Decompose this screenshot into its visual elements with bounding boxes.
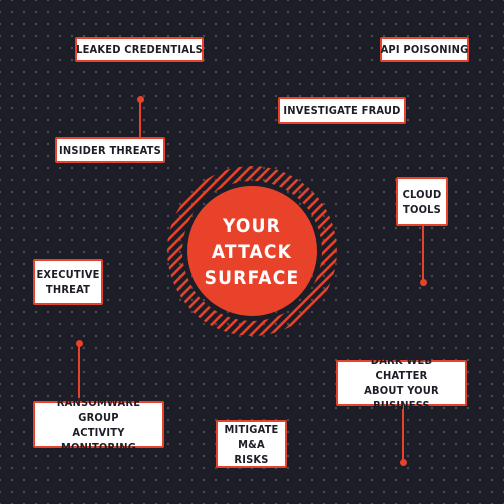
- label-mitigate-ma: MITIGATE M&A RISKS: [216, 420, 287, 468]
- label-investigate-fraud: INVESTIGATE FRAUD: [278, 97, 406, 124]
- label-cloud-tools: CLOUD TOOLS: [396, 177, 448, 226]
- label-ransomware-group: RANSOMWARE GROUP ACTIVITY MONITORING: [33, 396, 164, 454]
- connector-dot-insider-threats: [136, 96, 144, 103]
- label-text: LEAKED CREDENTIALS: [76, 43, 203, 56]
- center-title-line: SURFACE: [204, 267, 300, 289]
- center-title: YOUR ATTACK SURFACE: [186, 199, 318, 305]
- center-title-line: ATTACK: [211, 241, 293, 263]
- label-text: RANSOMWARE GROUP: [56, 395, 141, 424]
- label-insider-threats: INSIDER THREATS: [55, 137, 165, 163]
- connector-dark-web: [402, 405, 404, 463]
- label-text: INSIDER THREATS: [59, 143, 161, 157]
- label-text: API POISONING: [380, 43, 469, 56]
- center-title-line: YOUR: [222, 215, 282, 237]
- label-dark-web-chatter: DARK WEB CHATTER ABOUT YOUR BUSINESS: [336, 354, 467, 412]
- label-text: THREAT: [45, 283, 91, 296]
- connector-dot-cloud-tools: [419, 279, 427, 286]
- label-text: EXECUTIVE: [36, 268, 100, 281]
- connector-insider-threats: [139, 100, 141, 138]
- center-circle: [187, 186, 317, 316]
- label-executive-threat: EXECUTIVE THREAT: [33, 259, 103, 305]
- label-text: MITIGATE: [224, 422, 279, 436]
- label-text: CLOUD: [402, 187, 442, 201]
- connector-dot-ransomware: [75, 340, 83, 347]
- label-text: ACTIVITY MONITORING: [60, 425, 137, 454]
- label-leaked-credentials: LEAKED CREDENTIALS: [75, 37, 204, 62]
- label-text: INVESTIGATE FRAUD: [283, 104, 401, 117]
- label-api-poisoning: API POISONING: [380, 37, 469, 62]
- label-text: M&A RISKS: [234, 437, 269, 466]
- label-text: TOOLS: [403, 202, 442, 216]
- connector-dot-dark-web: [399, 459, 407, 466]
- connector-cloud-tools: [422, 226, 424, 282]
- connector-ransomware: [78, 344, 80, 402]
- label-text: ABOUT YOUR BUSINESS: [364, 384, 439, 412]
- label-text: DARK WEB CHATTER: [370, 354, 433, 382]
